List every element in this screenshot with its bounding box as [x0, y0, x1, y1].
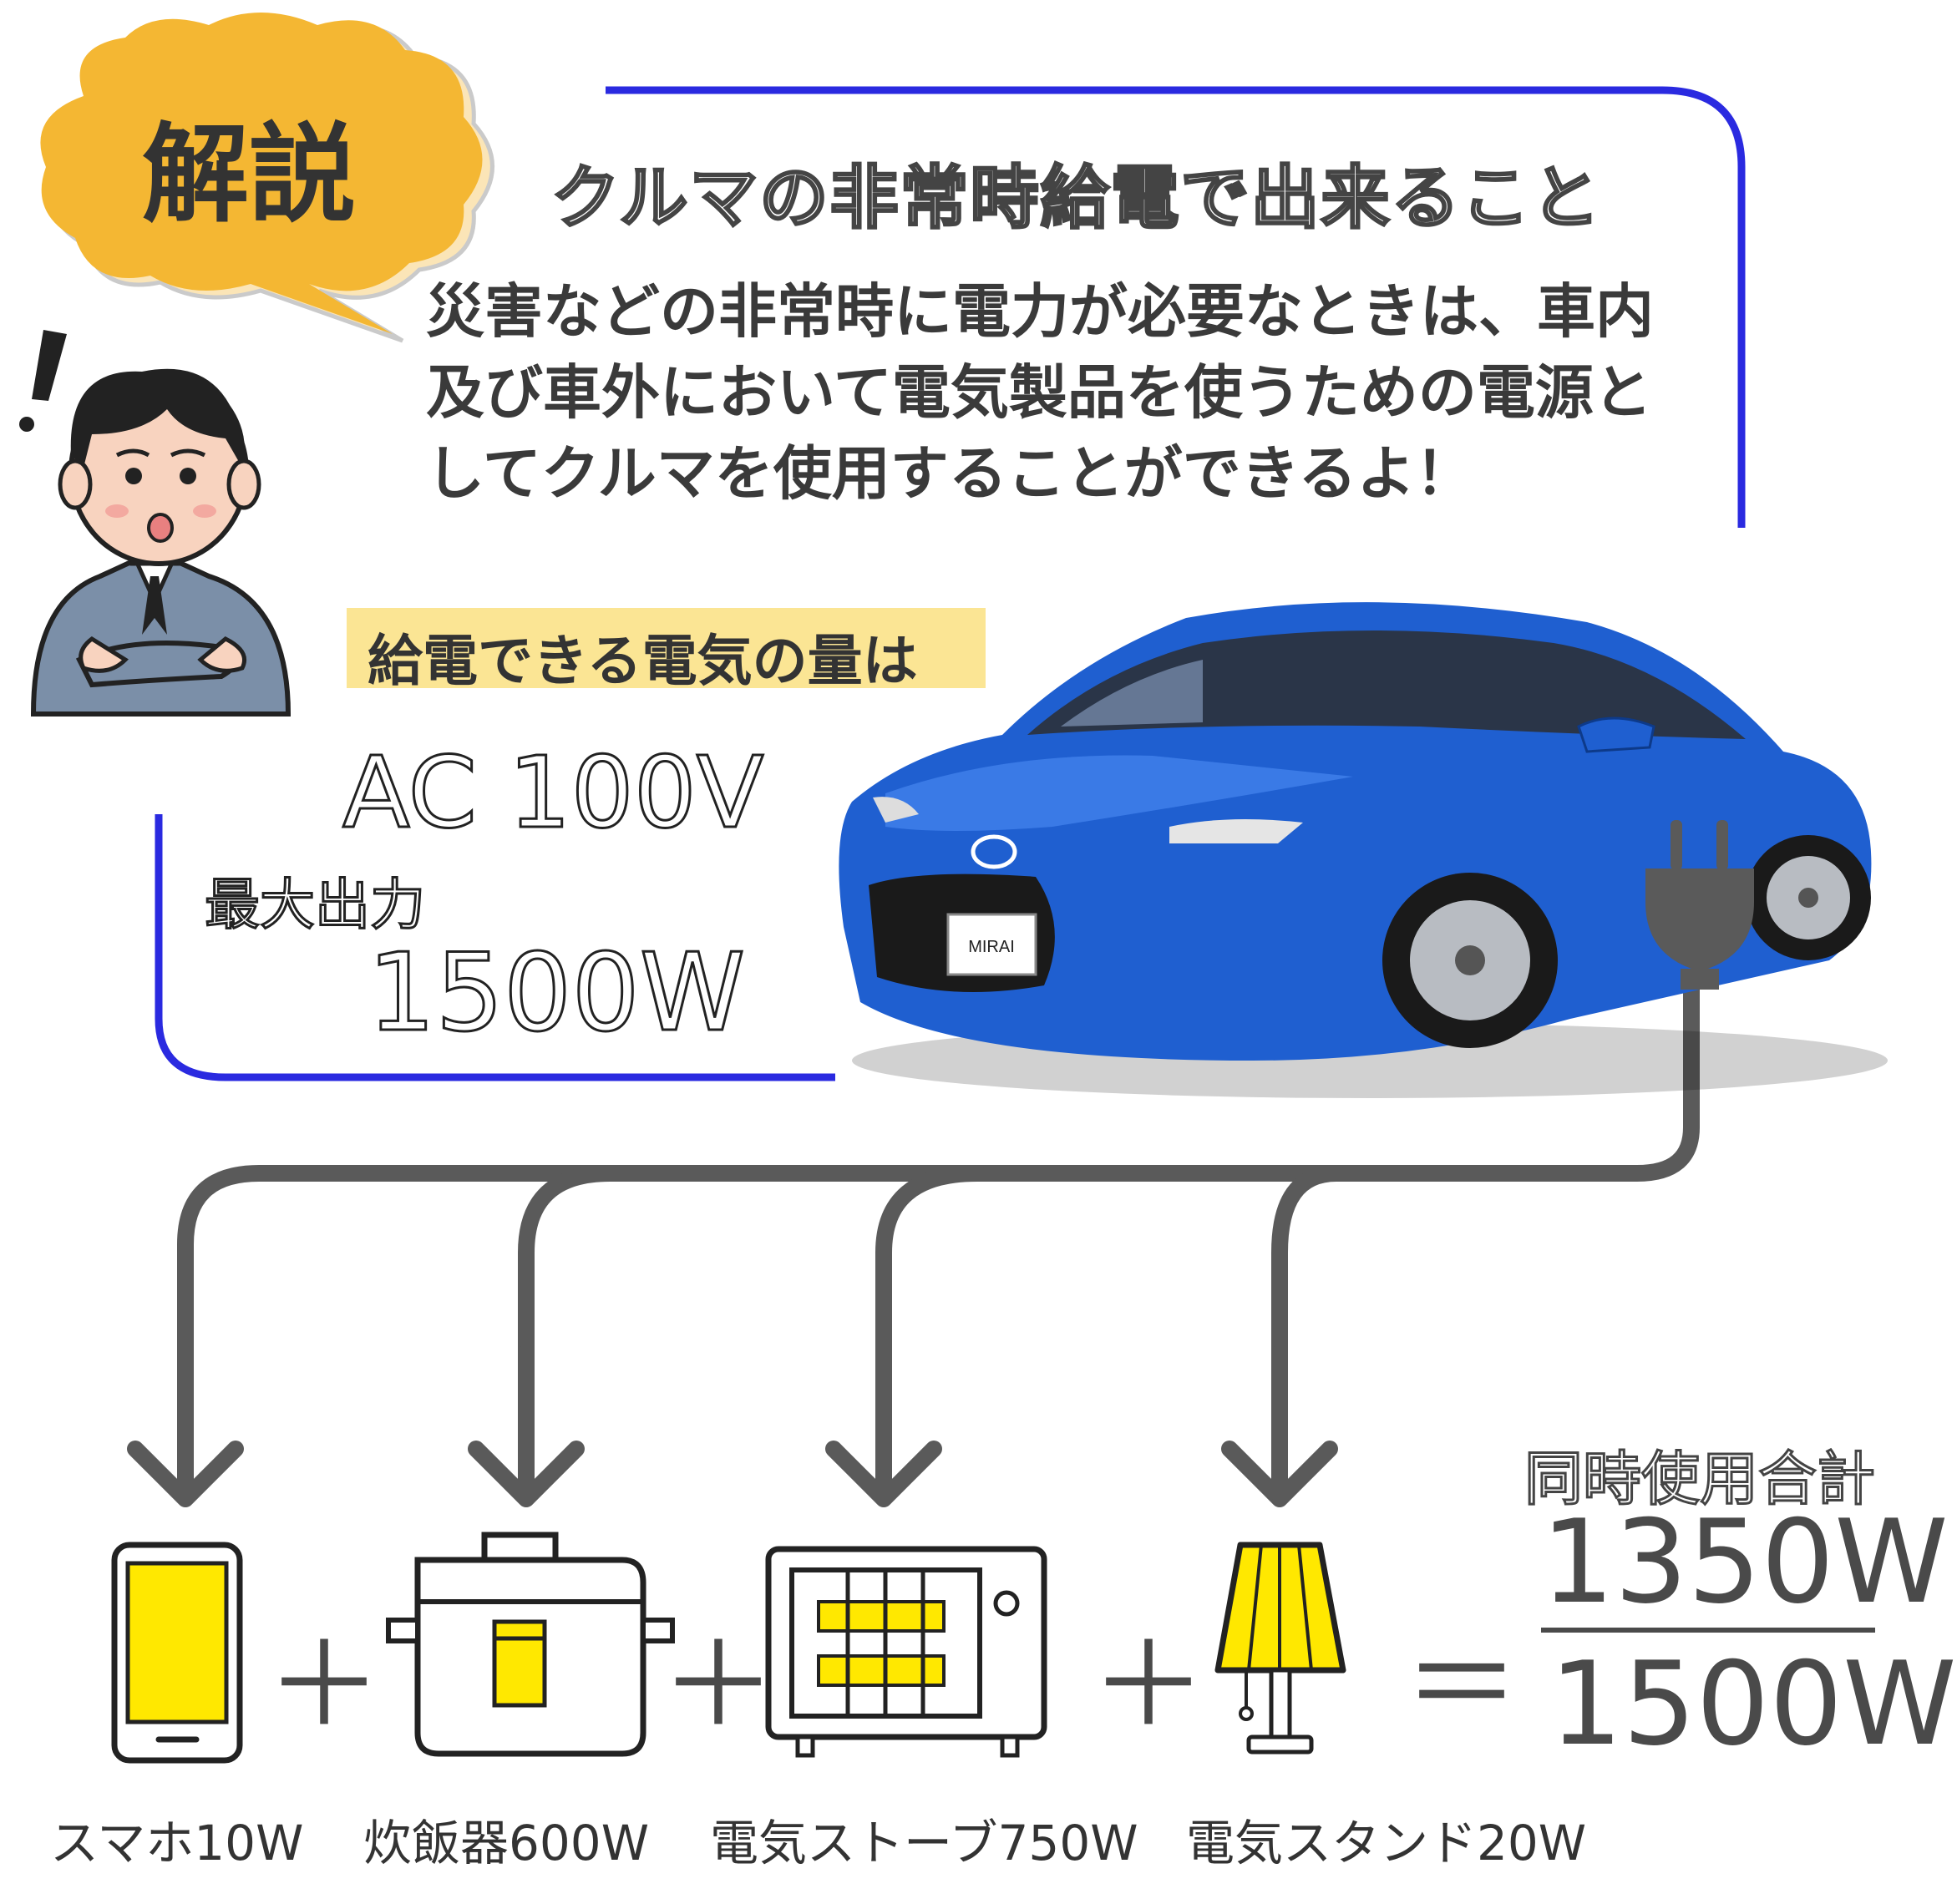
decor-lines — [127, 86, 1746, 1507]
max-output-value: 1500W — [366, 930, 746, 1057]
blue-frame-bottom — [155, 814, 835, 1081]
plus-sign-3: ＋ — [1090, 1618, 1208, 1754]
caption-lamp: 電気スタンド20W — [1186, 1815, 1587, 1871]
voltage-value: AC 100V — [342, 734, 765, 852]
total-label: 同時使用合計 — [1524, 1444, 1877, 1515]
smartphone-icon — [111, 1542, 243, 1764]
total-denominator: 1500W — [1549, 1637, 1957, 1771]
exclamation-icon — [32, 330, 67, 401]
lamp-icon — [1214, 1542, 1346, 1755]
plus-sign-1: ＋ — [266, 1618, 383, 1754]
svg-text:MIRAI: MIRAI — [968, 938, 1015, 956]
total-numerator: 1350W — [1541, 1495, 1949, 1629]
speech-bubble-label: 解説 — [142, 113, 357, 237]
appliances — [111, 1532, 1875, 1764]
supply-amount-label: 給電できる電気の量は — [368, 629, 918, 693]
caption-smartphone: スマホ10W — [50, 1815, 304, 1871]
speech-bubble — [40, 13, 494, 343]
plus-sign-2: ＋ — [660, 1618, 778, 1754]
car-illustration: MIRAI — [839, 602, 1888, 1098]
caption-rice-cooker: 炊飯器600W — [363, 1815, 650, 1871]
surprised-man-illustration — [19, 330, 292, 717]
equals-sign: ＝ — [1403, 1618, 1521, 1754]
rice-cooker-icon — [386, 1532, 675, 1757]
page-title: クルマの非常時給電で出来ること — [550, 158, 1602, 240]
blue-frame-top — [606, 86, 1746, 528]
plug-icon — [1645, 820, 1754, 990]
highlight-bar — [347, 608, 986, 688]
electric-heater-icon — [765, 1546, 1047, 1758]
power-cable — [177, 977, 1700, 1361]
max-output-label: 最大出力 — [204, 872, 427, 939]
description-text: 災害などの非常時に電力が必要なときは、車内及び車外において電気製品を使うための電… — [426, 277, 1654, 508]
caption-heater: 電気ストーブ750W — [710, 1815, 1138, 1871]
